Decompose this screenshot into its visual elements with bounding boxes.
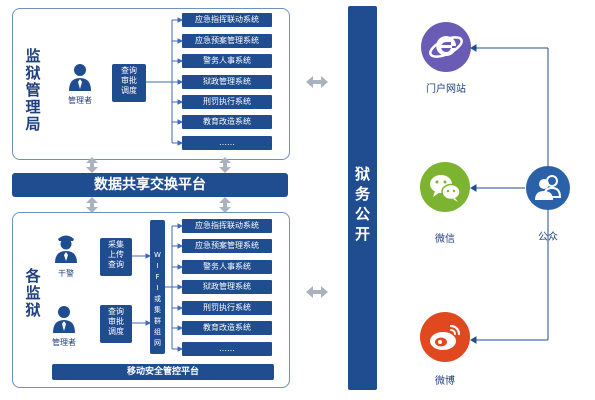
wechat-label: 微信 <box>435 234 455 245</box>
bureau-system-police-hr[interactable]: 警务人事系统 <box>182 54 272 68</box>
prison-system-penalty-execution[interactable]: 刑罚执行系统 <box>182 301 272 315</box>
bureau-system-emergency-plan[interactable]: 应急预案管理系统 <box>182 34 272 48</box>
vertical-arrows <box>86 157 231 213</box>
prison-manager-icon <box>53 306 75 333</box>
bureau-manager-label: 管理者 <box>68 96 92 105</box>
bureau-system-education-reform[interactable]: 教育改造系统 <box>182 115 272 129</box>
ie-browser-icon <box>429 36 463 58</box>
collect-upload-query-box[interactable]: 采集 上传 查询 <box>100 238 132 276</box>
prison-system-prison-admin[interactable]: 狱政管理系统 <box>182 280 272 294</box>
police-officer-icon <box>55 235 77 263</box>
weibo-label: 微博 <box>435 376 455 387</box>
wifi-cluster-network-bar[interactable]: W I F I 或 集 群 组 网 <box>150 220 165 354</box>
prisons-title: 各 监 狱 <box>25 267 41 319</box>
bureau-system-prison-admin[interactable]: 狱政管理系统 <box>182 75 272 89</box>
wechat-channel-icon[interactable] <box>420 162 470 212</box>
data-exchange-platform-bar[interactable]: 数据共享交换平台 <box>12 173 288 197</box>
public-label: 公众 <box>538 232 558 243</box>
weibo-channel-icon[interactable] <box>420 312 470 362</box>
wechat-icon <box>430 175 461 202</box>
prison-system-education-reform[interactable]: 教育改造系统 <box>182 321 272 335</box>
horizontal-arrows <box>306 76 328 298</box>
police-officer-label: 干警 <box>58 269 74 278</box>
bureau-action-box[interactable]: 查询 审批 调度 <box>112 64 146 102</box>
prison-system-more[interactable]: …… <box>182 342 272 356</box>
manager-person-icon <box>69 64 91 91</box>
portal-website-icon[interactable] <box>421 22 471 72</box>
prison-system-emergency-command[interactable]: 应急指挥联动系统 <box>182 219 272 233</box>
bureau-system-penalty-execution[interactable]: 刑罚执行系统 <box>182 95 272 109</box>
prison-affairs-public-bar[interactable]: 狱 务 公 开 <box>348 6 377 390</box>
prison-connectors <box>132 223 184 352</box>
prison-system-emergency-plan[interactable]: 应急预案管理系统 <box>182 239 272 253</box>
users-icon <box>535 175 562 200</box>
prison-manager-label: 管理者 <box>52 338 76 347</box>
mobile-security-platform-bar[interactable]: 移动安全管控平台 <box>52 364 274 380</box>
bureau-connectors <box>146 17 184 146</box>
public-users-circle[interactable] <box>526 166 570 210</box>
weibo-icon <box>430 324 461 350</box>
portal-website-label: 门户网站 <box>426 84 466 95</box>
bureau-system-emergency-command[interactable]: 应急指挥联动系统 <box>182 13 272 27</box>
prison-system-police-hr[interactable]: 警务人事系统 <box>182 260 272 274</box>
query-approve-dispatch-box[interactable]: 查询 审批 调度 <box>100 305 132 343</box>
bureau-system-more[interactable]: …… <box>182 136 272 150</box>
bureau-title: 监 狱 管 理 局 <box>25 47 41 133</box>
